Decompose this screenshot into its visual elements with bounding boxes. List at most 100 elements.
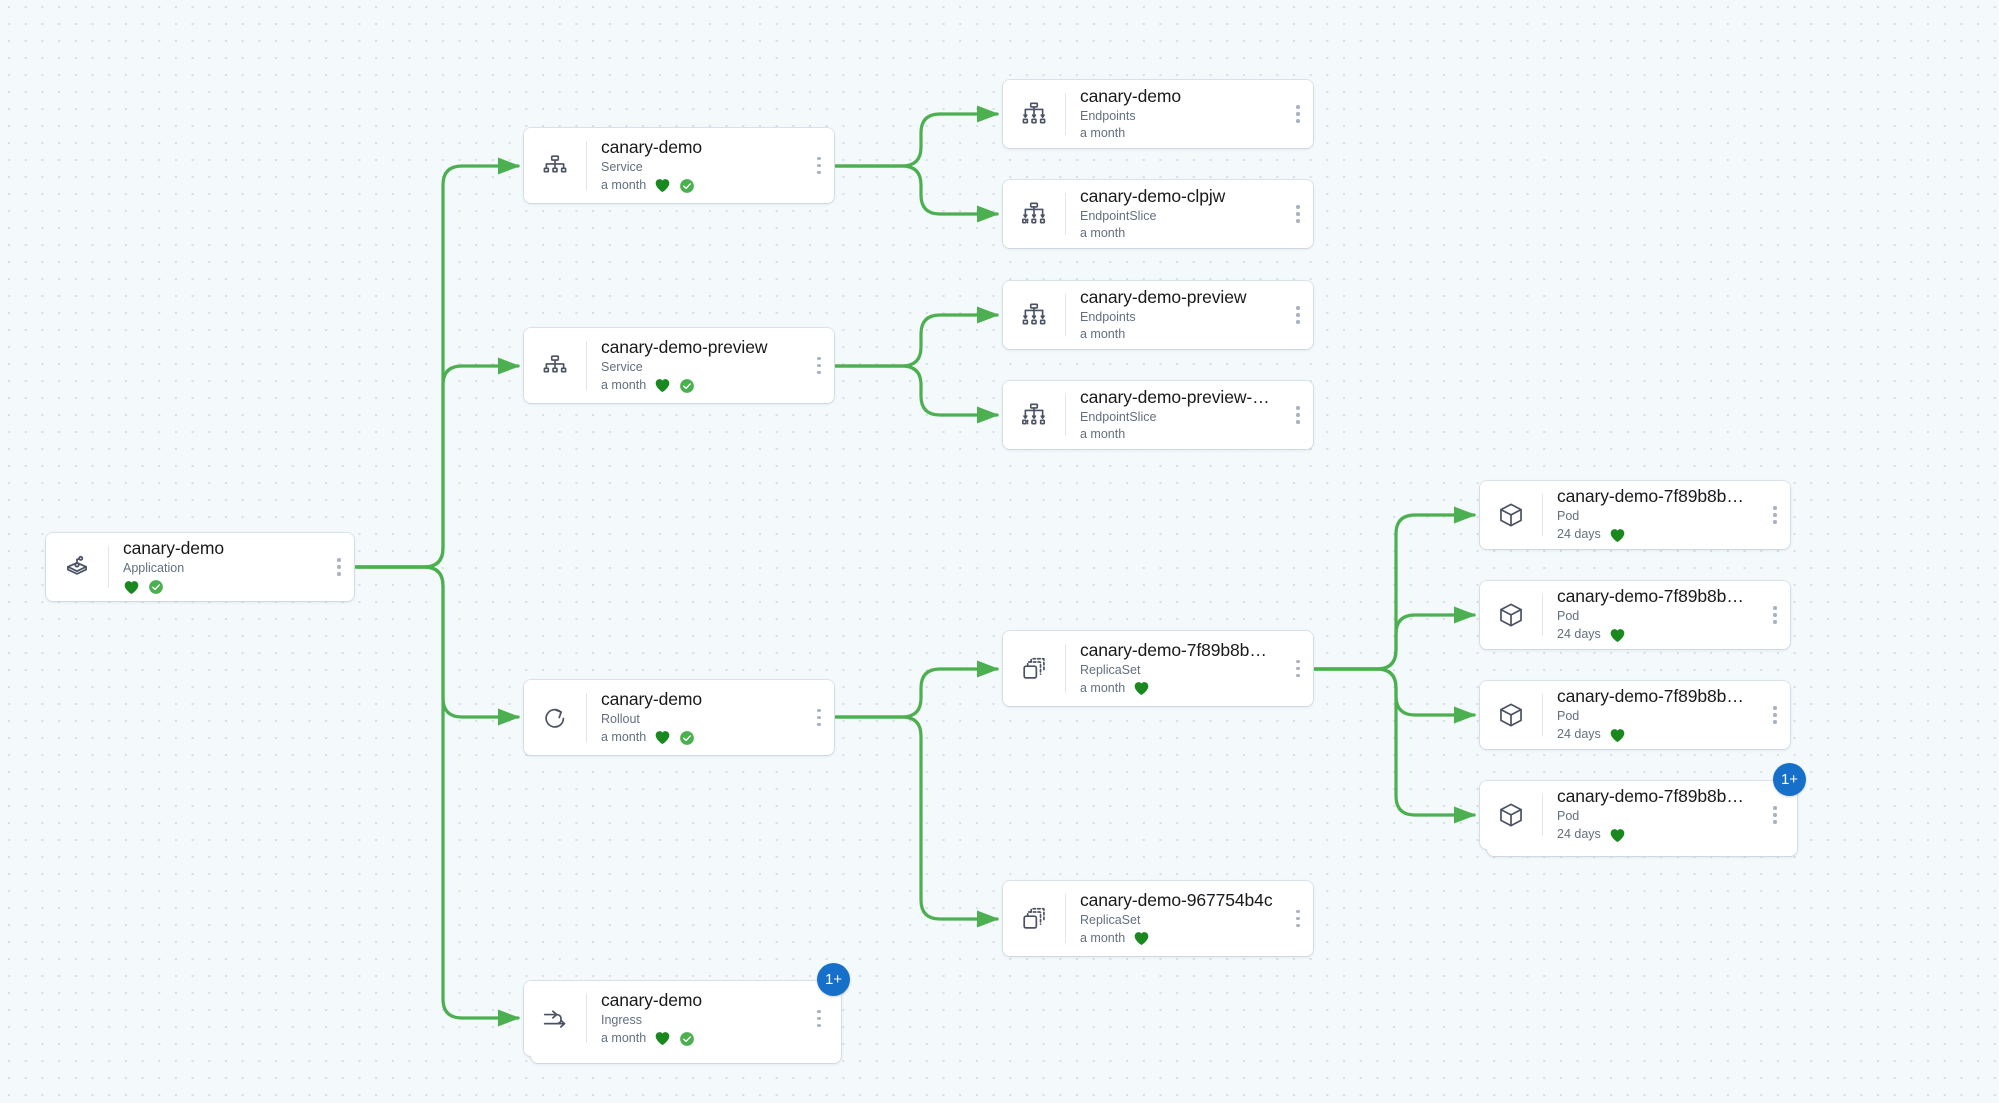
menu-dot <box>1773 606 1777 610</box>
node-kind: Endpoints <box>1080 108 1136 123</box>
node-kebab-menu-button[interactable] <box>1760 806 1790 824</box>
node-kebab-menu-button[interactable] <box>1283 659 1313 678</box>
child-count-badge[interactable]: 1+ <box>1773 763 1806 796</box>
node-kebab-menu-button[interactable] <box>1283 909 1313 928</box>
menu-dot <box>1296 923 1300 928</box>
node-kebab-menu-button[interactable] <box>1760 706 1790 724</box>
node-kebab-menu-button[interactable] <box>1760 506 1790 524</box>
edge-app-to-rollout <box>354 565 521 726</box>
menu-dot <box>1773 506 1777 510</box>
menu-dot <box>1296 673 1300 678</box>
node-title: canary-demo <box>601 989 703 1010</box>
node-kebab-menu-button[interactable] <box>804 1009 834 1028</box>
edge-replicaset-to-pod-2 <box>1313 606 1477 671</box>
menu-dot <box>817 708 821 713</box>
menu-dot <box>1296 916 1300 921</box>
pod-icon <box>1480 701 1542 729</box>
menu-dot <box>1773 813 1777 817</box>
node-kebab-menu-button[interactable] <box>1283 205 1313 223</box>
node-divider <box>1065 93 1066 135</box>
health-heart-icon <box>654 377 671 394</box>
node-divider <box>108 546 109 588</box>
node-kind: Pod <box>1557 609 1580 623</box>
sync-status-icon <box>148 579 164 595</box>
health-heart-icon <box>123 579 140 596</box>
node-meta: a month <box>1080 327 1273 343</box>
service-icon <box>524 352 586 380</box>
node-kebab-menu-button[interactable] <box>804 708 834 727</box>
node-age: a month <box>1080 427 1126 442</box>
menu-dot <box>1296 666 1300 671</box>
node-divider <box>1542 794 1543 836</box>
menu-dot <box>337 565 341 569</box>
health-heart-icon <box>654 1030 671 1047</box>
node-divider <box>586 141 587 190</box>
edge-app-to-ingress <box>354 565 521 1027</box>
node-kebab-menu-button[interactable] <box>804 156 834 175</box>
menu-dot <box>1296 320 1300 324</box>
menu-dot <box>1296 112 1300 116</box>
node-title: canary-demo-7f89b8b97... <box>1557 586 1750 607</box>
node-kebab-menu-button[interactable] <box>1283 306 1313 324</box>
node-kebab-menu-button[interactable] <box>804 356 834 375</box>
node-kind: Pod <box>1557 509 1580 523</box>
node-age: a month <box>601 377 647 392</box>
node-kebab-menu-button[interactable] <box>1283 105 1313 123</box>
node-kind: ReplicaSet <box>1080 912 1141 927</box>
menu-dot <box>1773 513 1777 517</box>
node-age: a month <box>1080 226 1126 241</box>
node-meta: a month <box>601 377 794 394</box>
menu-dot <box>1773 706 1777 710</box>
menu-dot <box>817 156 821 161</box>
node-kind: Endpoints <box>1080 309 1136 324</box>
edge-app-to-service <box>354 157 521 569</box>
node-title: canary-demo-preview <box>1080 287 1247 308</box>
node-title: canary-demo <box>123 538 225 559</box>
node-divider <box>1065 644 1066 693</box>
edge-replicaset-to-pod-3 <box>1313 667 1477 724</box>
sync-status-icon <box>679 730 695 746</box>
health-heart-icon <box>1133 680 1150 697</box>
node-kebab-menu-button[interactable] <box>324 558 354 576</box>
node-kebab-menu-button[interactable] <box>1283 406 1313 424</box>
node-meta: a month <box>601 729 794 746</box>
child-count-badge[interactable]: 1+ <box>817 963 850 996</box>
node-title: canary-demo <box>601 688 703 709</box>
node-kebab-menu-button[interactable] <box>1760 606 1790 624</box>
